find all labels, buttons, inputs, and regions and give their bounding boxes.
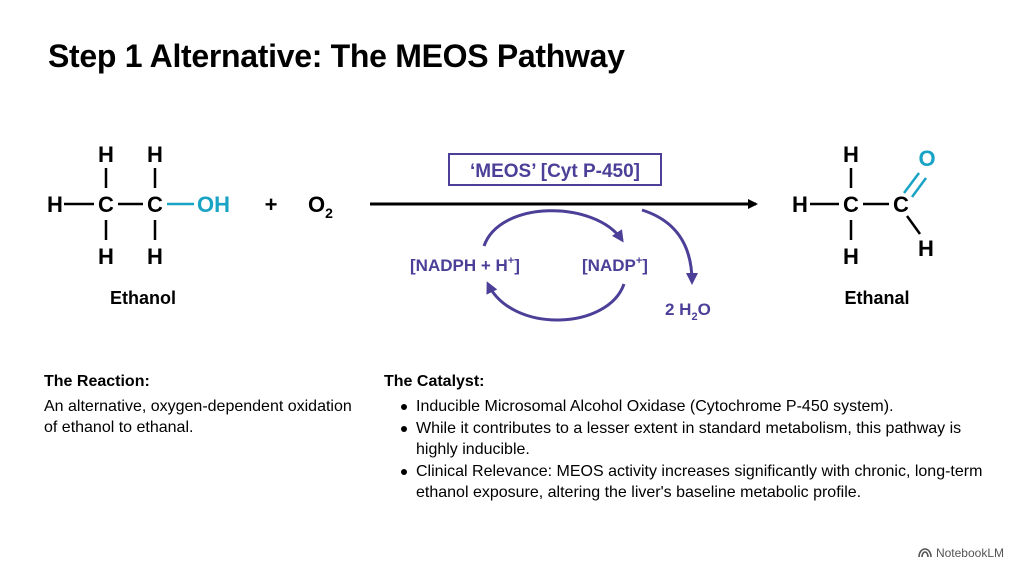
double-bond (910, 177, 928, 198)
reaction-description: An alternative, oxygen-dependent oxidati… (44, 398, 352, 436)
nadp-label: [NADP+] (582, 255, 648, 275)
catalyst-heading: The Catalyst: (384, 373, 485, 390)
list-item: Clinical Relevance: MEOS activity increa… (384, 461, 994, 503)
atom-c: C (843, 192, 859, 217)
branding-text: NotebookLM (935, 546, 1004, 560)
atom-c: C (893, 192, 909, 217)
catalyst-section: The Catalyst: Inducible Microsomal Alcoh… (384, 372, 994, 504)
bond (905, 215, 922, 235)
double-bond (903, 172, 920, 194)
nadph-label: [NADPH + H+] (410, 255, 520, 275)
carbonyl-oxygen: O (918, 146, 935, 171)
atom-c: C (98, 192, 114, 217)
cofactor-arc-top (482, 209, 624, 247)
list-item: Inducible Microsomal Alcohol Oxidase (Cy… (384, 396, 994, 417)
atom-h: H (147, 244, 163, 269)
atom-h: H (98, 244, 114, 269)
atom-c: C (147, 192, 163, 217)
page-title: Step 1 Alternative: The MEOS Pathway (48, 38, 625, 74)
ethanal-label: Ethanal (844, 288, 909, 308)
atom-h: H (843, 244, 859, 269)
water-label: 2 H2O (665, 300, 711, 323)
ethanal-structure: H H C C O H H Ethanal (792, 142, 936, 308)
ethanol-label: Ethanol (110, 288, 176, 308)
atom-h: H (98, 142, 114, 167)
atom-h: H (147, 142, 163, 167)
hydroxyl-group: OH (197, 192, 230, 217)
enzyme-label: ‘MEOS’ [Cyt P-450] (470, 161, 640, 182)
atom-h: H (47, 192, 63, 217)
catalyst-bullet-list: Inducible Microsomal Alcohol Oxidase (Cy… (384, 396, 994, 503)
water-output-arrow (641, 208, 698, 285)
cofactor-arc-bottom (486, 281, 626, 322)
atom-h: H (918, 236, 934, 261)
reaction-section: The Reaction: An alternative, oxygen-dep… (44, 372, 364, 438)
plus-sign: + (265, 192, 278, 217)
enzyme-box (448, 153, 662, 186)
reaction-heading: The Reaction: (44, 373, 150, 390)
list-item: While it contributes to a lesser extent … (384, 418, 994, 460)
notebooklm-branding: NotebookLM (918, 546, 1004, 560)
atom-h: H (792, 192, 808, 217)
ethanol-structure: H H H C C OH H H Ethanol (47, 142, 230, 308)
oxygen-molecule: O2 (308, 192, 333, 221)
atom-h: H (843, 142, 859, 167)
notebooklm-logo-icon (918, 548, 932, 558)
